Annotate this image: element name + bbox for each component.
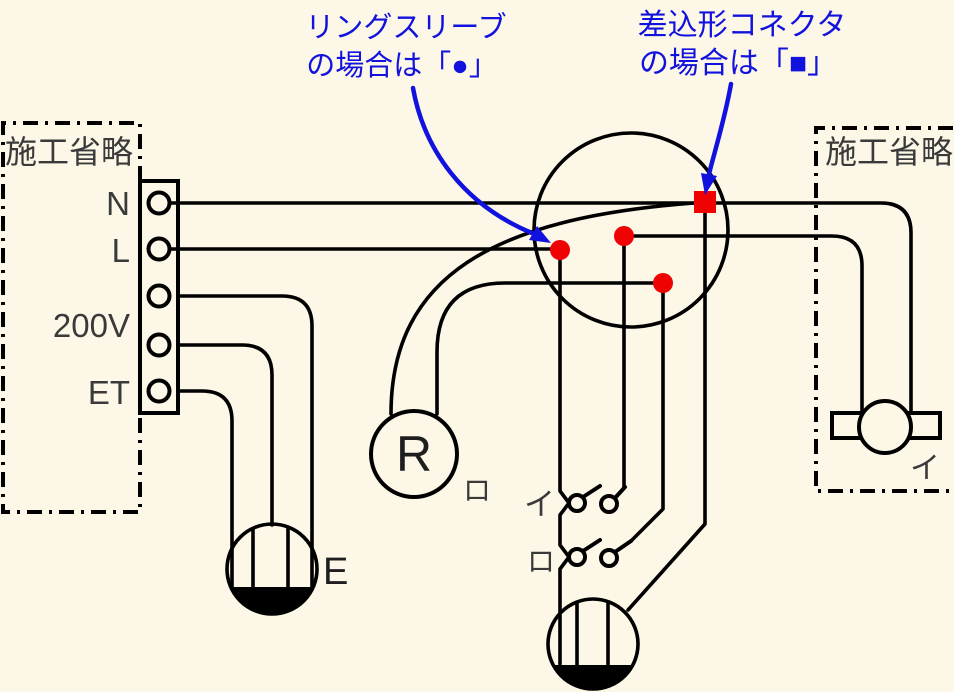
junction-box-circle [532, 131, 730, 329]
wire-live-to-switches-and-outlet [558, 248, 571, 666]
switch-i: イ [524, 484, 627, 522]
outlet-earth-fill [231, 587, 313, 614]
switch-i-label: イ [524, 487, 555, 522]
right-omission-border [814, 126, 953, 493]
switch-ro-lever-left [581, 538, 602, 553]
right-omission-label: 施工省略 [825, 134, 953, 170]
switch-ro: ロ [527, 538, 633, 577]
terminal-200v-2 [146, 332, 172, 358]
wire-neutral-to-lamp [168, 201, 913, 414]
push-connector-note-line1: 差込形コネクタ [638, 9, 847, 42]
terminals: N L 200V ET [53, 185, 172, 411]
terminal-label-l: L [112, 232, 130, 269]
switch-i-pole-right [599, 494, 619, 514]
wire-receptacle-switched [435, 281, 665, 416]
outlet-bottom [546, 597, 640, 691]
left-omission-label: 施工省略 [5, 134, 133, 170]
lamp-i-circle [857, 399, 913, 455]
annotation-push-connector: 差込形コネクタ の場合は「■」 [638, 9, 847, 195]
ring-sleeve-marker-2 [614, 226, 634, 246]
terminal-n [146, 190, 172, 216]
switch-i-lever-right [613, 485, 627, 500]
ring-sleeve-note-line2: の場合は「●」 [306, 49, 498, 82]
terminal-label-n: N [106, 185, 130, 222]
push-connector-note-line2: の場合は「■」 [639, 47, 837, 80]
left-omission-box: 施工省略 [1, 121, 142, 514]
outlet-earth-label: E [323, 551, 348, 593]
ring-sleeve-note-line1: リングスリーブ [305, 11, 506, 44]
outlet-earth-circle [225, 522, 319, 616]
terminal-label-200v: 200V [53, 307, 130, 344]
wire-switch-ro-return [629, 281, 665, 543]
terminal-200v-1 [146, 283, 172, 309]
switch-ro-pole-left [567, 547, 587, 567]
switch-i-pole-left [567, 493, 587, 513]
switch-ro-lever-right [613, 539, 633, 554]
push-connector-arrow [706, 81, 734, 177]
receptacle-r: R ロ [369, 409, 491, 506]
push-connector-marker [694, 191, 716, 213]
terminal-l [146, 236, 172, 262]
left-omission-border [1, 121, 142, 514]
receptacle-circle [369, 409, 459, 499]
switch-ro-pole-right [599, 548, 619, 568]
switch-i-lever-left [581, 484, 602, 499]
ring-sleeve-marker-1 [550, 240, 570, 260]
ring-sleeve-marker-3 [653, 273, 673, 293]
annotation-ring-sleeve: リングスリーブ の場合は「●」 [305, 11, 551, 243]
terminal-et [146, 378, 172, 404]
wire-200v-left [176, 343, 274, 527]
lamp-i: イ [830, 399, 942, 485]
right-omission-box: 施工省略 [814, 126, 953, 493]
receptacle-circuit-label: ロ [463, 475, 491, 506]
wire-switched-i-to-lamp [622, 234, 864, 414]
ring-sleeve-arrowhead-icon [529, 226, 551, 243]
push-connector-arrowhead-icon [701, 173, 717, 195]
terminal-label-et: ET [88, 374, 130, 411]
receptacle-letter: R [396, 426, 432, 482]
wire-earth [176, 389, 234, 590]
ring-sleeve-arrow [410, 85, 535, 236]
lamp-i-label: イ [910, 452, 940, 485]
wire-receptacle-neutral-curve [389, 201, 696, 416]
wire-neutral-to-outlet [626, 211, 707, 612]
outlet-earth: E [225, 522, 348, 616]
switch-ro-label: ロ [527, 546, 555, 577]
wires [168, 201, 913, 666]
outlet-bottom-fill [553, 665, 633, 690]
connection-markers [550, 191, 716, 293]
wire-200v-right [176, 294, 314, 591]
